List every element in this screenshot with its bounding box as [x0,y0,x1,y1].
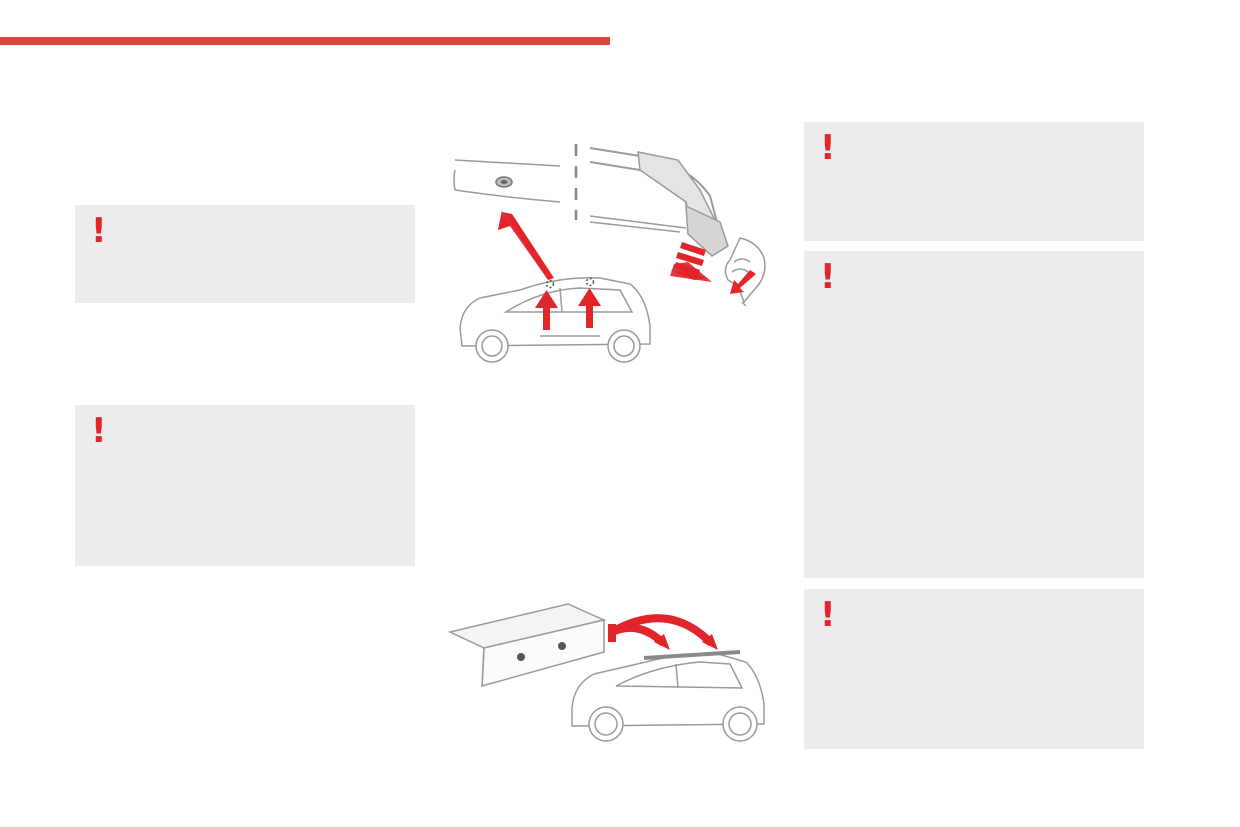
roof-mounting-illustration [448,603,765,742]
warning-box-3: ! [804,122,1144,241]
roof-bar-fitting-illustration [453,144,766,363]
warning-exclamation-icon: ! [91,211,107,251]
warning-box-4: ! [804,251,1144,578]
warning-exclamation-icon: ! [820,595,836,635]
warning-exclamation-icon: ! [91,411,107,451]
warning-exclamation-icon: ! [820,128,836,168]
chapter-header-rule [0,37,610,45]
warning-exclamation-icon: ! [820,257,836,297]
warning-box-2: ! [75,405,415,566]
warning-box-5: ! [804,589,1144,749]
warning-box-1: ! [75,205,415,303]
